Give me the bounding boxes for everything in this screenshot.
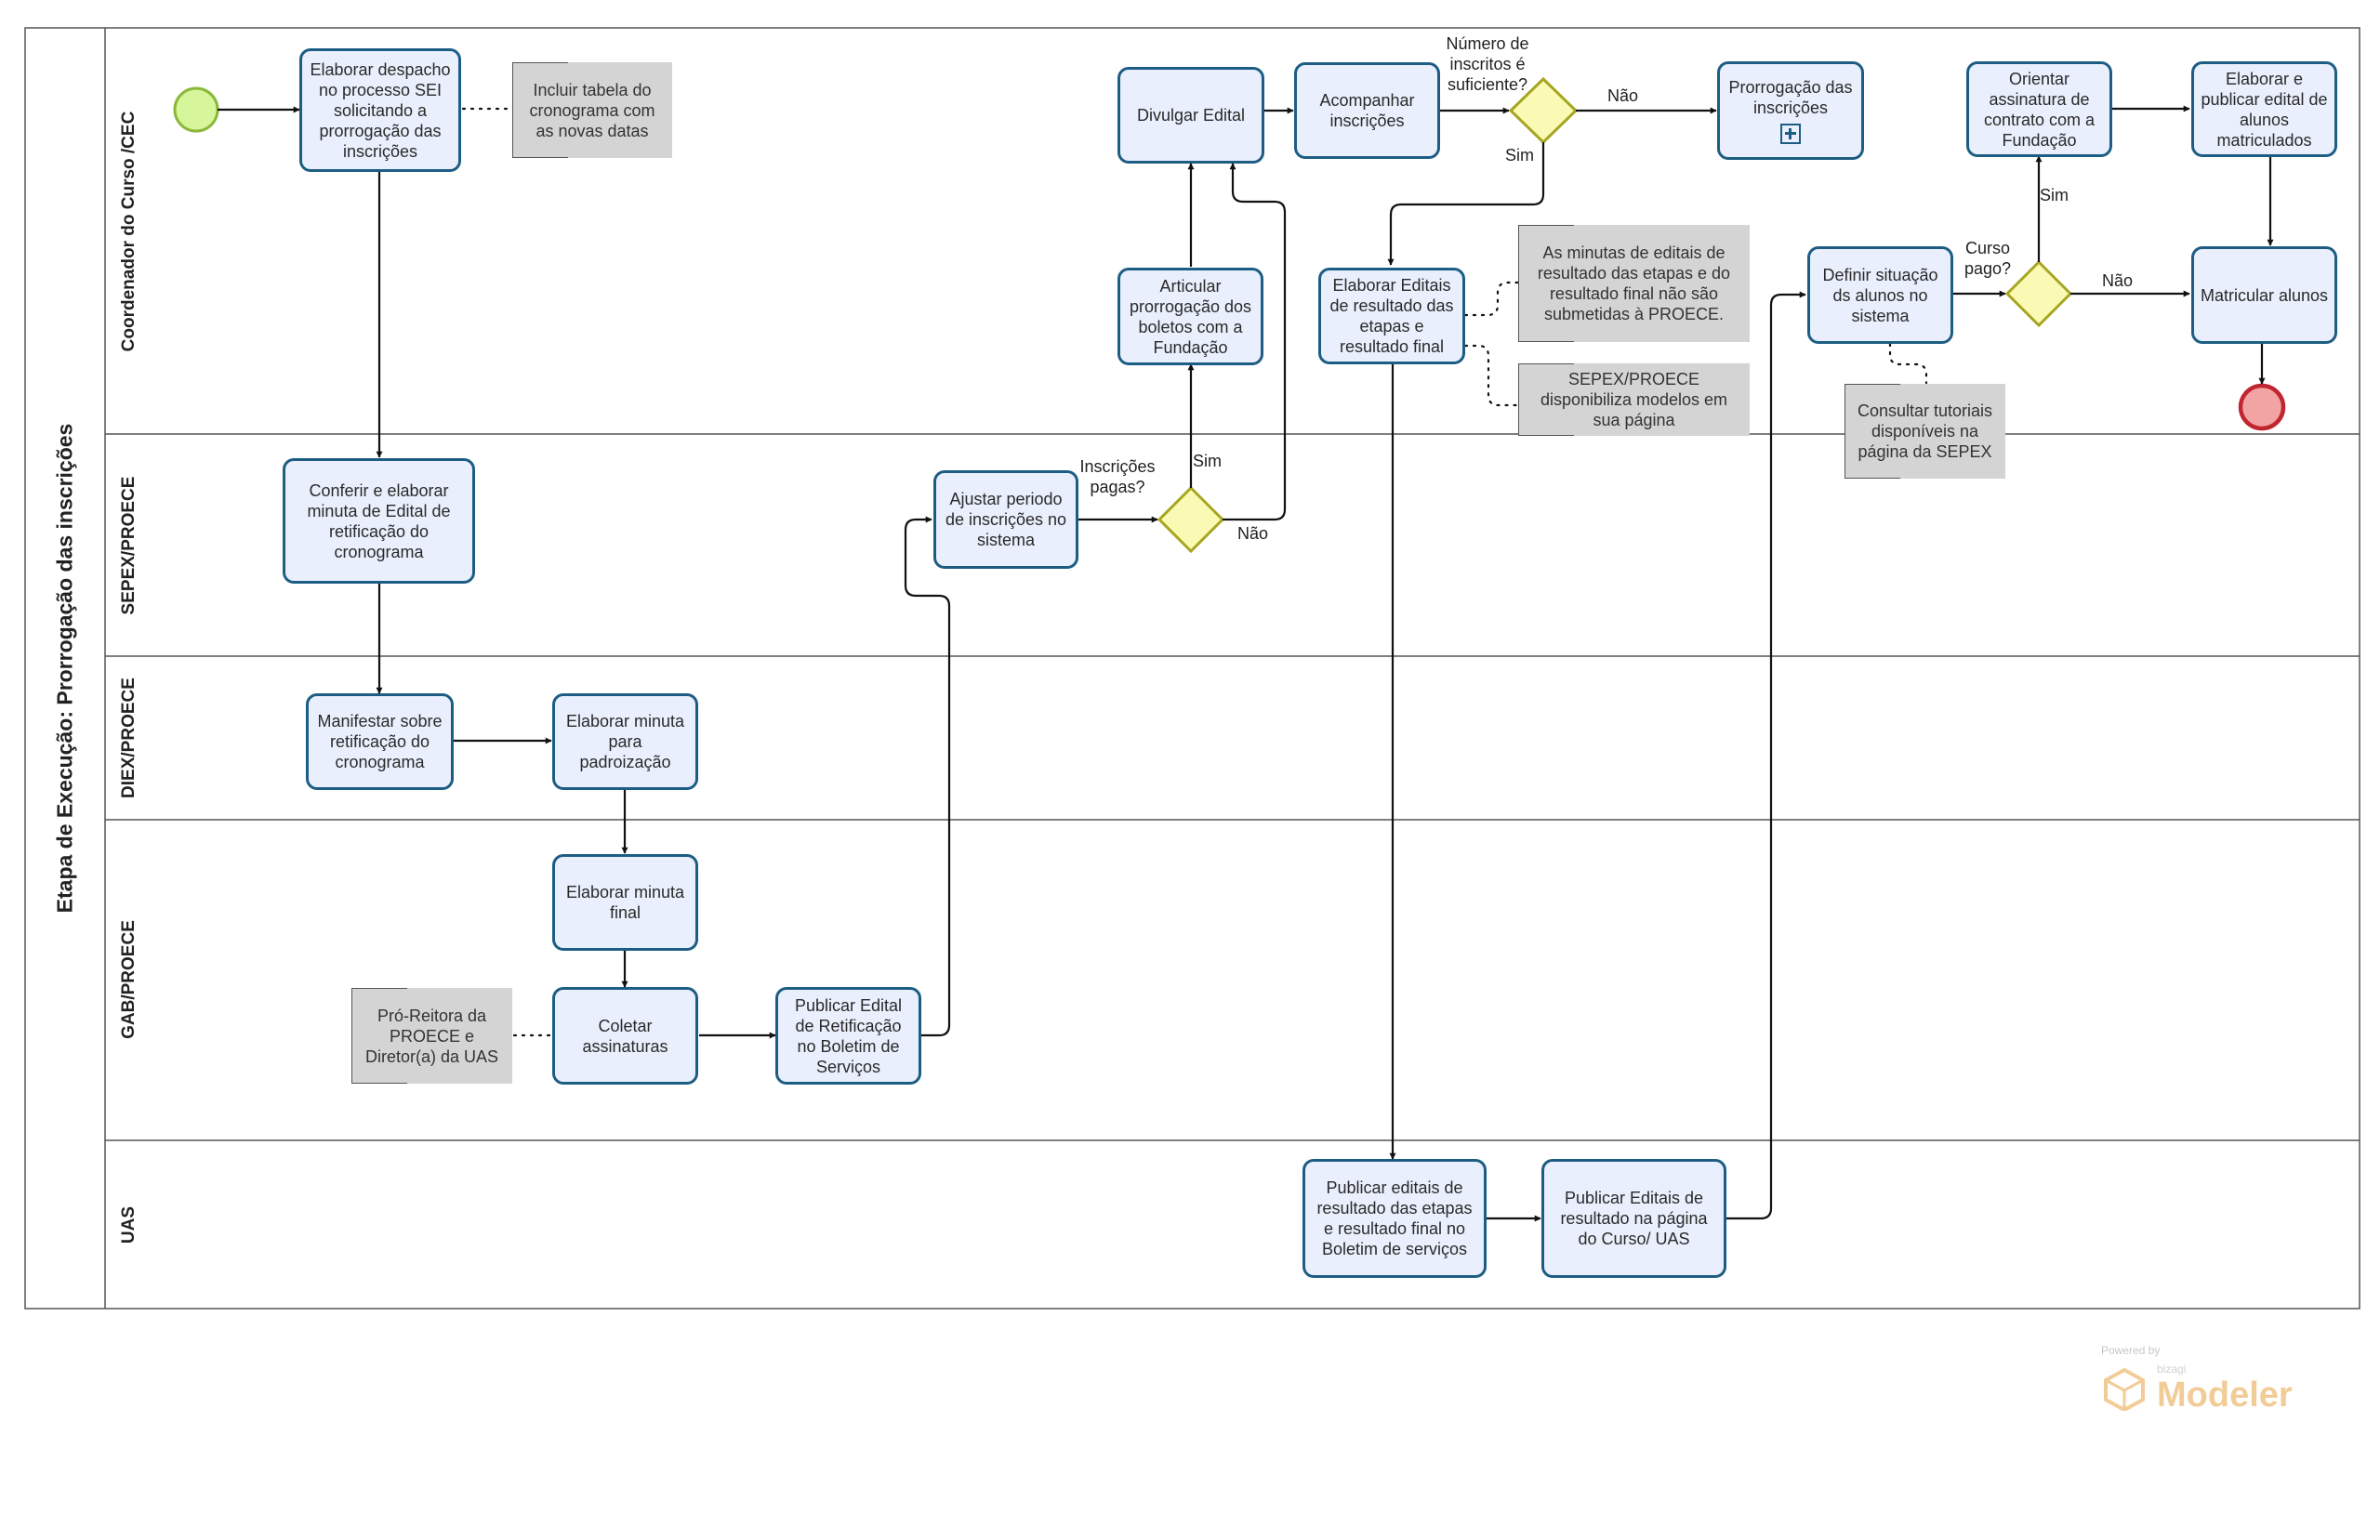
bizagi-logo-icon xyxy=(2104,1368,2145,1411)
flow-pagina-to-definir xyxy=(1726,291,1806,1220)
watermark-powered-by: Powered by xyxy=(2101,1344,2161,1357)
task-definir-situacao[interactable]: Definir situação ds alunos no sistema xyxy=(1807,246,1953,344)
task-elaborar-minuta-padroizacao[interactable]: Elaborar minuta para padroização xyxy=(552,693,698,790)
lane-label-diex: DIEX/PROECE xyxy=(119,678,139,798)
task-articular-prorrogacao[interactable]: Articular prorrogação dos boletos com a … xyxy=(1117,268,1263,365)
flow-label-nao: Não xyxy=(1607,86,1639,105)
subprocess-prorrogacao-inscricoes[interactable]: Prorrogação das inscrições xyxy=(1717,61,1864,160)
association-definir-note xyxy=(1888,342,1928,385)
watermark-product: Modeler xyxy=(2157,1375,2293,1415)
annotation-minutas-nao-submetidas: As minutas de editais de resultado das e… xyxy=(1518,225,1750,342)
task-orientar-assinatura[interactable]: Orientar assinatura de contrato com a Fu… xyxy=(1966,61,2112,157)
annotation-pro-reitora: Pró-Reitora da PROECE e Diretor(a) da UA… xyxy=(351,988,512,1084)
annotation-consultar-tutoriais: Consultar tutoriais disponíveis na págin… xyxy=(1844,384,2005,479)
task-elaborar-despacho[interactable]: Elaborar despacho no processo SEI solici… xyxy=(299,48,461,172)
pool-border xyxy=(24,27,2360,1310)
task-elaborar-publicar-edital[interactable]: Elaborar e publicar edital de alunos mat… xyxy=(2191,61,2337,157)
flow-label-nao: Não xyxy=(2102,271,2134,290)
flow-sim-to-elaborar-editais xyxy=(1387,142,1545,266)
annotation-sepex-modelos: SEPEX/PROECE disponibiliza modelos em su… xyxy=(1518,363,1750,436)
subprocess-label: Prorrogação das inscrições xyxy=(1728,78,1853,117)
task-elaborar-editais-resultado[interactable]: Elaborar Editais de resultado das etapas… xyxy=(1318,268,1465,364)
task-conferir-elaborar[interactable]: Conferir e elaborar minuta de Edital de … xyxy=(283,458,475,584)
gateway-inscricoes-pagas xyxy=(1157,485,1225,554)
task-publicar-editais-pagina[interactable]: Publicar Editais de resultado na página … xyxy=(1541,1159,1726,1278)
bizagi-watermark: Powered by bizagi Modeler xyxy=(2101,1344,2306,1418)
watermark-brand: bizagi xyxy=(2157,1362,2187,1375)
end-event xyxy=(2238,383,2286,431)
task-coletar-assinaturas[interactable]: Coletar assinaturas xyxy=(552,987,698,1085)
lane-label-uas: UAS xyxy=(119,1205,139,1244)
lane-label-gab: GAB/PROECE xyxy=(119,920,139,1039)
flow-label-nao: Não xyxy=(1237,524,1269,543)
start-event xyxy=(173,86,219,133)
task-elaborar-minuta-final[interactable]: Elaborar minuta final xyxy=(552,854,698,951)
task-manifestar[interactable]: Manifestar sobre retificação do cronogra… xyxy=(306,693,454,790)
pool-title: Etapa de Execução: Prorrogação das inscr… xyxy=(52,423,77,914)
association-editais-note1 xyxy=(1463,281,1520,317)
task-divulgar-edital[interactable]: Divulgar Edital xyxy=(1117,67,1264,164)
flow-label-sim: Sim xyxy=(1505,146,1534,165)
task-matricular-alunos[interactable]: Matricular alunos xyxy=(2191,246,2337,344)
task-publicar-edital-retificacao[interactable]: Publicar Edital de Retificação no Boleti… xyxy=(775,987,921,1085)
task-acompanhar-inscricoes[interactable]: Acompanhar inscrições xyxy=(1294,62,1440,159)
lane-label-cec: Coordenador do Curso /CEC xyxy=(119,111,139,352)
flow-nao-to-divulgar xyxy=(1223,163,1287,521)
lane-label-sepex: SEPEX/PROECE xyxy=(119,476,139,615)
gateway-curso-pago xyxy=(2004,259,2073,328)
gateway-label-inscricoes-pagas: Inscrições pagas? xyxy=(1079,457,1156,496)
annotation-incluir-tabela: Incluir tabela do cronograma com as nova… xyxy=(512,62,672,158)
flow-label-sim: Sim xyxy=(2040,186,2069,204)
gateway-label-numero-inscritos: Número de inscritos é suficiente? xyxy=(1446,34,1529,94)
task-ajustar-periodo[interactable]: Ajustar periodo de inscrições no sistema xyxy=(933,470,1078,569)
gateway-label-curso-pago: Curso pago? xyxy=(1964,239,2012,278)
task-publicar-editais-boletim[interactable]: Publicar editais de resultado das etapas… xyxy=(1302,1159,1487,1278)
association-editais-note2 xyxy=(1463,344,1520,407)
flow-label-sim: Sim xyxy=(1193,452,1222,470)
flow-publicar-to-ajustar xyxy=(904,516,951,1037)
plus-icon xyxy=(1780,124,1801,144)
